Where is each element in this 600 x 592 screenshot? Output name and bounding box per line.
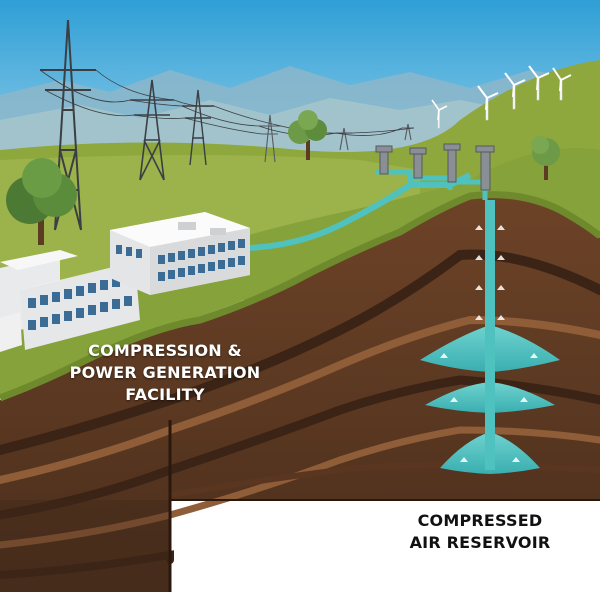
air-flow-arrows xyxy=(440,225,538,462)
reservoir-label: COMPRESSED AIR RESERVOIR xyxy=(380,510,580,554)
building-icon xyxy=(0,212,250,352)
reservoir-label-line-2: AIR RESERVOIR xyxy=(409,533,551,552)
transmission-tower-icon xyxy=(130,79,174,181)
wind-turbine-icon xyxy=(431,65,572,129)
tree-icon xyxy=(6,158,77,245)
reservoir-label-line-1: COMPRESSED xyxy=(417,511,543,530)
tree-icon xyxy=(288,110,327,160)
grass-rim xyxy=(0,191,600,402)
tree-icon xyxy=(531,136,560,180)
facility-label-line-2: POWER GENERATION xyxy=(69,363,261,382)
air-shaft xyxy=(485,200,495,470)
grass-surface xyxy=(0,148,600,395)
earth-block xyxy=(0,196,600,592)
air-reservoir xyxy=(420,200,560,474)
facility-label-line-3: FACILITY xyxy=(125,385,205,404)
air-pipeline xyxy=(249,172,472,251)
facility-label: COMPRESSION & POWER GENERATION FACILITY xyxy=(60,340,270,406)
power-lines xyxy=(39,69,415,136)
facility-label-line-1: COMPRESSION & xyxy=(88,341,242,360)
wellhead-icon xyxy=(375,143,495,191)
earth-front-edge xyxy=(0,500,170,592)
